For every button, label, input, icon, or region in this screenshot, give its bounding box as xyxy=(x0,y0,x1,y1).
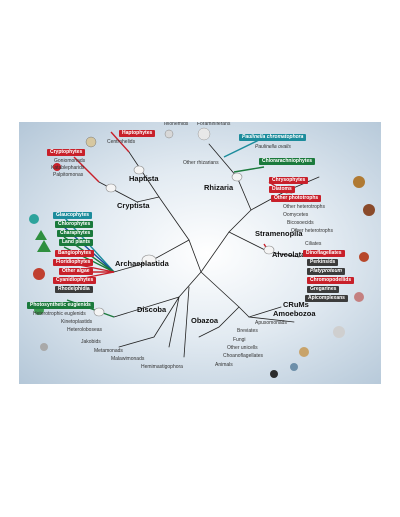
branch-sar xyxy=(200,209,252,273)
organism-icon-kelp xyxy=(363,204,375,216)
label-heteroloboseas: Heteroloboseas xyxy=(67,327,103,333)
tag-platyproteum: Platyproteum xyxy=(307,268,345,275)
organism-icon-mushroom xyxy=(299,347,309,357)
label-cryptista: Cryptista xyxy=(117,201,150,210)
label-apusomonads: Apusomonads xyxy=(255,320,287,326)
label-hemimastigophora: Hemimastigophora xyxy=(141,364,183,370)
branch-haptista xyxy=(128,151,160,198)
label-ciliates: Ciliates xyxy=(305,241,322,247)
tag-paulinella-chromatophora: Paulinella chromatophora xyxy=(239,134,307,141)
cell-icon-alveolata xyxy=(263,245,275,255)
label-stramenopila: Stramenopila xyxy=(255,229,303,238)
tag-haptophytes: Haptophytes xyxy=(119,130,156,137)
branch-hemimastig xyxy=(183,286,190,358)
label-goniomonads: Goniomonads xyxy=(54,158,86,164)
label-paulinella-ovalis: Paulinella ovalis xyxy=(255,144,291,150)
label-metamonads: Metamonads xyxy=(94,348,123,354)
label-rhizaria: Rhizaria xyxy=(204,183,234,192)
tag-land-plants: Land plants xyxy=(59,239,94,246)
label-telonemids: Telonemids xyxy=(163,122,189,127)
line-paulinella xyxy=(223,139,260,158)
label-alveolata: Alveolata xyxy=(272,250,306,259)
label-amoebozoa: Amoebozoa xyxy=(273,309,316,318)
tag-chrysophytes: Chrysophytes xyxy=(269,177,309,184)
tag-other-algae: Other algae xyxy=(59,268,93,275)
tag-charaphytes: Charaphytes xyxy=(57,230,94,237)
plant-icon xyxy=(37,240,51,252)
label-centrohelids: Centrohelids xyxy=(107,139,136,145)
tag-cryptophytes: Cryptophytes xyxy=(47,149,86,156)
label-choanoflagellates: Choanoflagellates xyxy=(223,353,264,359)
branch-malawimonads xyxy=(168,296,180,348)
tag-photosynthetic-euglenids: Photosynthetic euglenids xyxy=(27,302,94,309)
tag-floridiophytes: Floridiophytes xyxy=(53,259,94,266)
organism-icon-haptophyte xyxy=(85,136,97,148)
branch-obazoa xyxy=(198,306,240,338)
label-other-heterotrophs-2: Other heterotrophs xyxy=(291,228,333,234)
tag-other-phototrophs: Other phototrophs xyxy=(271,195,322,202)
branch-metamonads xyxy=(118,296,180,348)
organism-icon-glauco xyxy=(29,214,39,224)
organism-icon-apicomplexan xyxy=(354,292,364,302)
tag-apicomplexans: Apicomplexans xyxy=(305,295,348,302)
organism-icon-dino xyxy=(359,252,369,262)
tag-perkinsids: Perkinsids xyxy=(307,259,339,266)
tag-chromopodellids: Chromopodellids xyxy=(307,277,355,284)
tag-cyanidiophytes: Cyanidiophytes xyxy=(53,277,97,284)
branch-amoebozoa xyxy=(248,316,295,323)
line-haptophyte xyxy=(110,131,130,153)
label-other-unicells: Other unicells xyxy=(227,345,258,351)
label-bicosoecids: Bicosoecids xyxy=(287,220,314,226)
organism-icon-red-alga xyxy=(33,268,45,280)
organism-icon-telonemid xyxy=(164,129,174,139)
label-haptista: Haptista xyxy=(129,174,159,183)
label-heterotrophic-euglenids: Heterotrophic euglenids xyxy=(33,311,86,317)
organism-icon-crypto xyxy=(53,163,61,171)
tag-bangiophytes: Bangiophytes xyxy=(55,250,95,257)
organism-icon-bird xyxy=(270,370,278,378)
organism-icon-diatom xyxy=(353,176,365,188)
tag-glaucophytes: Glaucophytes xyxy=(53,212,93,219)
tag-diatoms: Diatoms xyxy=(269,186,295,193)
tag-chlorarachniophytes: Chlorarachniophytes xyxy=(259,158,316,165)
label-animals: Animals xyxy=(215,362,233,368)
cell-icon-discoba xyxy=(93,307,105,317)
label-fungi: Fungi xyxy=(233,337,246,343)
organism-icon-foram xyxy=(197,127,211,141)
tag-rhodelphidia: Rhodelphidia xyxy=(55,286,93,293)
label-archaeplastida: Archaeplastida xyxy=(115,259,169,268)
label-palpitomonas: Palpitomonas xyxy=(53,172,84,178)
cell-icon-archaeplastida xyxy=(141,254,157,266)
cell-icon-cryptista xyxy=(105,183,117,193)
label-obazoa: Obazoa xyxy=(191,316,219,325)
tree-panel: Haptista Cryptista Rhizaria Stramenopila… xyxy=(19,122,381,384)
organism-icon-fish xyxy=(290,363,298,371)
cell-icon-rhizaria xyxy=(231,172,243,182)
label-oomycetes: Oomycetes xyxy=(283,212,309,218)
tag-gregarines: Gregarines xyxy=(307,286,340,293)
organism-icon-kinetoplastid xyxy=(40,343,48,351)
line-crypto xyxy=(73,156,100,183)
label-breviates: Breviates xyxy=(237,328,258,334)
line-chlorarachnio xyxy=(233,166,265,173)
label-katablepharids: Katablepharids xyxy=(51,165,85,171)
label-foraminiferans: Foraminiferans xyxy=(197,122,231,127)
label-kinetoplastids: Kinetoplastids xyxy=(61,319,93,325)
cell-icon-haptista xyxy=(133,165,145,175)
label-discoba: Discoba xyxy=(137,305,167,314)
label-malawimonads: Malawimonads xyxy=(111,356,145,362)
plant-icon-2 xyxy=(35,230,47,240)
branch-amorphea xyxy=(200,271,250,318)
organism-icon-amoeba xyxy=(333,326,345,338)
label-other-rhizarians: Other rhizarians xyxy=(183,160,219,166)
label-jakobids: Jakobids xyxy=(81,339,101,345)
label-other-heterotrophs-1: Other heterotrophs xyxy=(283,204,325,210)
branch-crums xyxy=(248,306,282,318)
label-crums: CRuMs xyxy=(283,300,309,309)
tag-dinoflagellates: Dinoflagellates xyxy=(303,250,345,257)
tag-chlorophytes: Chlorophytes xyxy=(55,221,94,228)
